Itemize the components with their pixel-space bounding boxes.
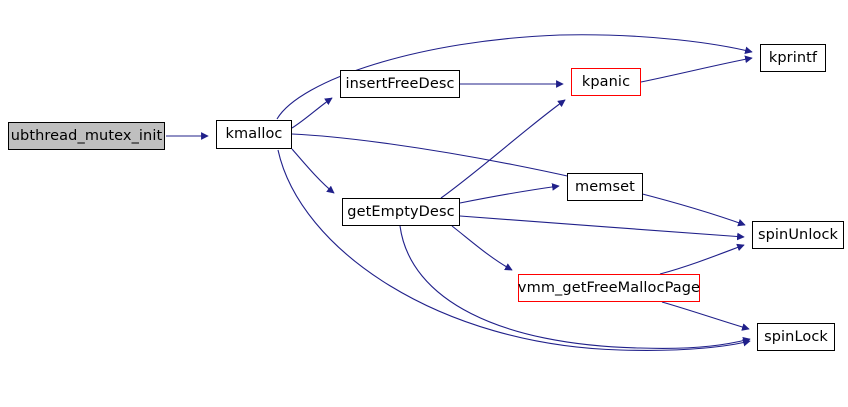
graph-node-label: kprintf — [768, 49, 818, 66]
graph-node-vmm_getFreeMallocPage[interactable]: vmm_getFreeMallocPage — [518, 274, 700, 302]
graph-node-getEmptyDesc[interactable]: getEmptyDesc — [342, 198, 460, 226]
edge-kmalloc-to-kprintf — [276, 34, 753, 120]
edge-vmm_getFreeMallocPage-to-spinLock — [661, 301, 750, 331]
graph-node-ubthread_mutex_init[interactable]: ubthread_mutex_init — [8, 122, 165, 150]
graph-node-label: spinLock — [764, 328, 828, 345]
edge-kmalloc-to-spinLock — [277, 149, 751, 351]
edge-layer — [166, 34, 753, 351]
graph-node-kmalloc[interactable]: kmalloc — [216, 120, 292, 149]
graph-node-label: getEmptyDesc — [347, 203, 455, 220]
graph-node-kpanic[interactable]: kpanic — [571, 68, 641, 96]
graph-node-spinLock[interactable]: spinLock — [757, 323, 835, 351]
graph-node-label: kpanic — [581, 73, 631, 90]
graph-node-spinUnlock[interactable]: spinUnlock — [752, 221, 844, 249]
graph-node-insertFreeDesc[interactable]: insertFreeDesc — [340, 70, 460, 98]
edge-kpanic-to-kprintf — [640, 55, 753, 83]
graph-node-memset[interactable]: memset — [567, 173, 643, 201]
graph-node-label: spinUnlock — [757, 226, 839, 243]
edge-getEmptyDesc-to-spinLock — [399, 225, 751, 349]
graph-node-label: vmm_getFreeMallocPage — [517, 279, 701, 296]
edge-getEmptyDesc-to-spinUnlock — [459, 215, 745, 241]
graph-node-label: kmalloc — [225, 126, 283, 143]
edge-kmalloc-to-spinUnlock — [291, 133, 746, 227]
edge-kmalloc-to-insertFreeDesc — [291, 97, 333, 129]
graph-node-label: memset — [575, 178, 635, 195]
graph-node-label: insertFreeDesc — [345, 75, 455, 92]
edge-getEmptyDesc-to-kpanic — [440, 99, 566, 199]
edge-getEmptyDesc-to-memset — [459, 183, 560, 204]
graph-node-kprintf[interactable]: kprintf — [760, 44, 826, 72]
edge-kmalloc-to-getEmptyDesc — [291, 148, 335, 194]
edge-getEmptyDesc-to-vmm_getFreeMallocPage — [451, 225, 513, 271]
edge-vmm_getFreeMallocPage-to-spinUnlock — [659, 243, 745, 275]
graph-node-label: ubthread_mutex_init — [10, 127, 163, 144]
